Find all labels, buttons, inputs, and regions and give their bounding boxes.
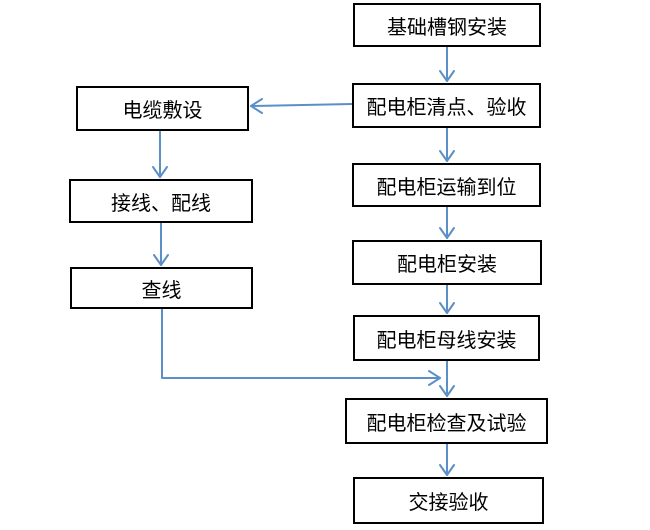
node-cable-laying: 电缆敷设 [76,86,249,131]
arrow-n2-n8 [250,98,353,114]
arrow-n1-n2 [439,46,455,82]
node-wire-check: 查线 [70,267,253,309]
arrow-n6-n7 [439,443,455,476]
arrow-n4-n5 [439,284,455,314]
node-channel-steel-installation: 基础槽钢安装 [353,3,541,47]
arrow-n10-n6 [161,308,441,386]
node-wiring: 接线、配线 [69,179,253,223]
node-cabinet-transport: 配电柜运输到位 [352,163,541,207]
arrow-n5-n6 [439,360,455,397]
arrow-n8-n9 [152,130,168,178]
node-inspection-testing: 配电柜检查及试验 [345,398,548,444]
node-cabinet-inventory-acceptance: 配电柜清点、验收 [352,83,541,128]
arrow-n3-n4 [439,206,455,239]
arrow-n9-n10 [153,222,169,266]
node-busbar-installation: 配电柜母线安装 [353,315,540,361]
node-handover-acceptance: 交接验收 [353,477,544,524]
node-cabinet-installation: 配电柜安装 [352,240,542,285]
arrow-n2-n3 [439,127,455,162]
